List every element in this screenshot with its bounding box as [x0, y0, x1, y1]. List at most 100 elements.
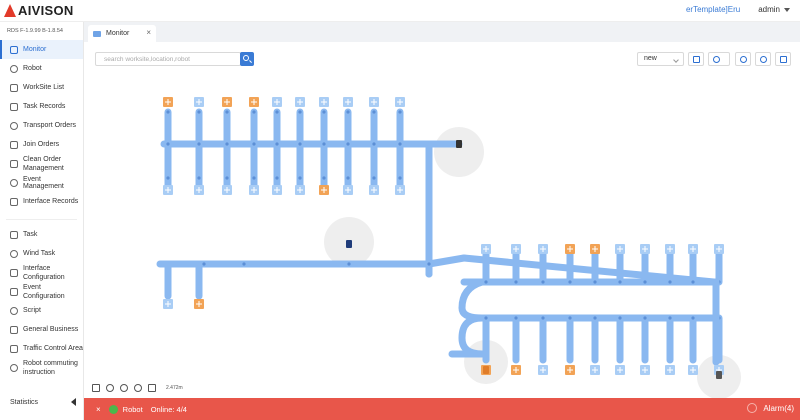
sidebar-divider: [6, 214, 77, 220]
path-node: [484, 316, 488, 320]
search-input[interactable]: search worksite,location,robot: [95, 52, 241, 66]
path-node: [166, 142, 170, 146]
alarm-button[interactable]: Alarm(4): [747, 403, 794, 413]
chevron-down-icon: [673, 57, 679, 63]
sidebar-item-label: Wind Task: [23, 250, 56, 257]
sidebar-item-label: Task Records: [23, 103, 66, 110]
path-node: [346, 110, 350, 114]
sidebar-item-transport-orders[interactable]: Transport Orders: [0, 116, 83, 135]
sidebar-item-join-orders[interactable]: Join Orders: [0, 135, 83, 154]
path-node: [252, 142, 256, 146]
menu-icon: [10, 197, 18, 206]
path-node: [643, 280, 647, 284]
path-node: [322, 176, 326, 180]
robot-icon: [456, 140, 462, 148]
info-button[interactable]: [735, 52, 751, 66]
path-node: [568, 280, 572, 284]
menu-icon: [10, 83, 18, 92]
zoom-out-icon[interactable]: [134, 384, 142, 392]
menu-icon: [10, 178, 18, 187]
path-node: [225, 110, 229, 114]
path-node: [197, 176, 201, 180]
menu-icon: [10, 344, 18, 353]
sidebar-item-label: General Business: [23, 326, 79, 333]
config-button[interactable]: [755, 52, 771, 66]
fullscreen-icon[interactable]: [148, 384, 156, 392]
sidebar-item-wind-task[interactable]: Wind Task: [0, 244, 83, 263]
path-node: [398, 110, 402, 114]
sidebar-item-label: Event Configuration: [23, 283, 65, 300]
path-node: [514, 316, 518, 320]
menu-icon: [10, 268, 18, 277]
menu-icon: [10, 230, 18, 239]
sidebar-item-task-records[interactable]: Task Records: [0, 97, 83, 116]
map-canvas[interactable]: search worksite,location,robot new 2.472…: [84, 42, 800, 398]
sidebar-item-label: WorkSite List: [23, 84, 65, 91]
sidebar-item-interface-configuration[interactable]: Interface Configuration: [0, 263, 83, 282]
search-button[interactable]: [240, 52, 254, 66]
sidebar-item-label: Join Orders: [23, 141, 60, 148]
folder-icon: [93, 30, 101, 37]
version-text: RDS F-1.9.99 B-1.8.54: [7, 28, 63, 34]
route-icon: [693, 56, 700, 63]
sidebar-item-interface-records[interactable]: Interface Records: [0, 192, 83, 211]
menu-icon: [10, 45, 18, 54]
statistics-toggle[interactable]: Statistics: [0, 394, 84, 410]
path-node: [514, 280, 518, 284]
logo-mark-icon: [4, 4, 16, 17]
sidebar-item-robot-commuting-instruction[interactable]: Robot commuting instruction: [0, 358, 83, 377]
user-menu[interactable]: admin: [758, 5, 790, 14]
template-link[interactable]: erTemplate]Eru: [685, 5, 741, 14]
robot-status-icon: [108, 404, 118, 414]
path-node: [541, 280, 545, 284]
menu-icon: [10, 287, 18, 296]
menu-icon: [10, 140, 18, 149]
path-node: [372, 176, 376, 180]
route-tool-button[interactable]: [688, 52, 704, 66]
path-node: [427, 262, 431, 266]
close-icon[interactable]: ×: [96, 404, 101, 414]
add-icon[interactable]: [106, 384, 114, 392]
sidebar-item-general-business[interactable]: General Business: [0, 320, 83, 339]
path-curve: [458, 278, 484, 322]
map-bottom-tools: 2.472m: [92, 384, 183, 392]
path-node: [225, 142, 229, 146]
bell-icon: [747, 403, 758, 413]
sidebar-item-monitor[interactable]: Monitor: [0, 40, 83, 59]
close-icon[interactable]: ×: [146, 28, 151, 37]
search-icon: [243, 55, 249, 61]
map-svg[interactable]: [84, 42, 800, 398]
sidebar-item-event-configuration[interactable]: Event Configuration: [0, 282, 83, 301]
sidebar-item-label: Interface Configuration: [23, 264, 65, 281]
path-node: [484, 280, 488, 284]
path-node: [197, 142, 201, 146]
path-node: [398, 176, 402, 180]
status-bar: × Robot Online: 4/4 Alarm(4): [84, 398, 800, 420]
sidebar-item-script[interactable]: Script: [0, 301, 83, 320]
layers-button[interactable]: [775, 52, 791, 66]
sidebar-item-event-management[interactable]: Event Management: [0, 173, 83, 192]
sidebar-item-robot[interactable]: Robot: [0, 59, 83, 78]
ruler-icon[interactable]: [92, 384, 100, 392]
zoom-in-icon[interactable]: [120, 384, 128, 392]
path-node: [275, 176, 279, 180]
sidebar-item-traffic-control-area[interactable]: Traffic Control Area: [0, 339, 83, 358]
sidebar-item-worksite-list[interactable]: WorkSite List: [0, 78, 83, 97]
settings-dropdown-button[interactable]: [708, 52, 730, 66]
tab-monitor[interactable]: Monitor ×: [88, 25, 156, 42]
path-node: [347, 262, 351, 266]
sidebar-item-clean-order-management[interactable]: Clean Order Management: [0, 154, 83, 173]
robot-icon: [346, 240, 352, 248]
chevron-down-icon: [784, 7, 790, 12]
path-node: [322, 110, 326, 114]
sidebar-item-task[interactable]: Task: [0, 225, 83, 244]
online-count: Online: 4/4: [150, 404, 187, 414]
robot-label: Robot: [122, 404, 143, 414]
main-area: Monitor × search worksite,location,robot…: [84, 22, 800, 398]
path-node: [197, 110, 201, 114]
map-select[interactable]: new: [637, 52, 684, 66]
path-node: [593, 280, 597, 284]
collapse-arrow-icon: [71, 398, 76, 406]
scale-label: 2.472m: [166, 385, 183, 391]
path-node: [298, 110, 302, 114]
